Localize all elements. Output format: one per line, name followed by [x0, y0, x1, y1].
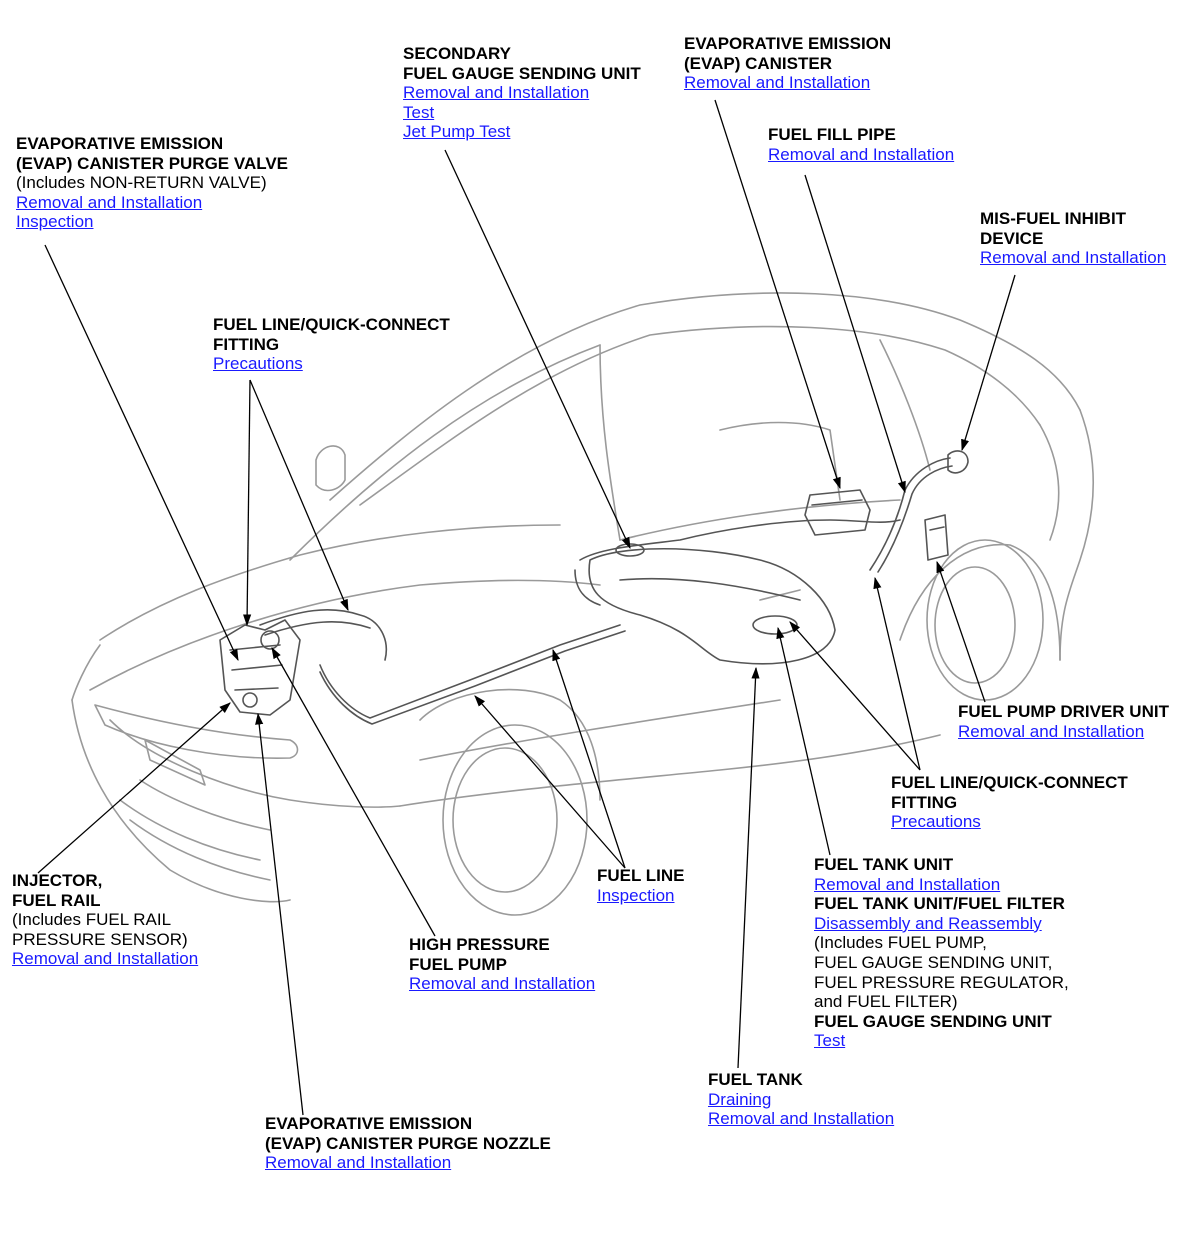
removal-installation-link[interactable]: Removal and Installation	[980, 248, 1167, 268]
callout-note: (Includes FUEL PUMP,	[814, 933, 987, 953]
callout-secondary-sending-unit: SECONDARY FUEL GAUGE SENDING UNIT Remova…	[403, 44, 641, 142]
callout-title: (EVAP) CANISTER PURGE VALVE	[16, 153, 289, 173]
callout-title: DEVICE	[980, 228, 1044, 248]
inspection-link[interactable]: Inspection	[597, 885, 675, 905]
callout-note: (Includes FUEL RAIL	[12, 910, 172, 930]
callout-title: FUEL GAUGE SENDING UNIT	[403, 63, 641, 83]
test-link[interactable]: Test	[403, 102, 435, 122]
callout-title: FUEL LINE/QUICK-CONNECT	[213, 315, 450, 334]
callout-title: FUEL GAUGE SENDING UNIT	[814, 1011, 1052, 1031]
callout-title: FUEL RAIL	[12, 890, 101, 910]
callout-title: SECONDARY	[403, 44, 511, 63]
callout-title: FUEL TANK	[708, 1070, 803, 1089]
removal-installation-link[interactable]: Removal and Installation	[958, 721, 1145, 741]
removal-installation-link[interactable]: Removal and Installation	[12, 949, 199, 969]
callout-fuel-pump-driver: FUEL PUMP DRIVER UNIT Removal and Instal…	[958, 702, 1169, 741]
callout-high-pressure-pump: HIGH PRESSURE FUEL PUMP Removal and Inst…	[409, 935, 595, 994]
callout-title: MIS-FUEL INHIBIT	[980, 209, 1127, 228]
callout-quick-connect-rear: FUEL LINE/QUICK-CONNECT FITTING Precauti…	[891, 773, 1128, 832]
callout-note: (Includes NON-RETURN VALVE)	[16, 173, 267, 193]
removal-installation-link[interactable]: Removal and Installation	[265, 1153, 452, 1173]
callout-title: (EVAP) CANISTER	[684, 53, 832, 73]
callout-fuel-line: FUEL LINE Inspection	[597, 866, 685, 905]
callout-title: FUEL LINE	[597, 866, 685, 885]
callout-title: FUEL PUMP	[409, 954, 507, 974]
draining-link[interactable]: Draining	[708, 1089, 772, 1109]
precautions-link[interactable]: Precautions	[891, 812, 981, 832]
removal-installation-link[interactable]: Removal and Installation	[768, 144, 955, 164]
jet-pump-test-link[interactable]: Jet Pump Test	[403, 122, 511, 142]
callout-note: FUEL PRESSURE REGULATOR,	[814, 972, 1069, 992]
callout-mis-fuel-device: MIS-FUEL INHIBIT DEVICE Removal and Inst…	[980, 209, 1166, 268]
callout-title: HIGH PRESSURE	[409, 935, 550, 954]
callout-note: PRESSURE SENSOR)	[12, 929, 188, 949]
callout-title: INJECTOR,	[12, 871, 103, 890]
inspection-link[interactable]: Inspection	[16, 212, 94, 232]
callout-title: FITTING	[891, 792, 958, 812]
callout-quick-connect-front: FUEL LINE/QUICK-CONNECT FITTING Precauti…	[213, 315, 450, 374]
precautions-link[interactable]: Precautions	[213, 354, 303, 374]
callout-evap-canister: EVAPORATIVE EMISSION (EVAP) CANISTER Rem…	[684, 34, 891, 93]
callout-title: FITTING	[213, 334, 280, 354]
callout-note: FUEL GAUGE SENDING UNIT,	[814, 952, 1053, 972]
callout-title: EVAPORATIVE EMISSION	[16, 134, 224, 153]
removal-installation-link[interactable]: Removal and Installation	[814, 874, 1001, 894]
callout-fuel-tank: FUEL TANK Draining Removal and Installat…	[708, 1070, 894, 1129]
callout-fuel-tank-unit: FUEL TANK UNIT Removal and Installation …	[814, 855, 1069, 1051]
disassembly-reassembly-link[interactable]: Disassembly and Reassembly	[814, 913, 1042, 933]
callout-purge-nozzle: EVAPORATIVE EMISSION (EVAP) CANISTER PUR…	[265, 1114, 551, 1173]
callout-injector-fuel-rail: INJECTOR, FUEL RAIL (Includes FUEL RAIL …	[12, 871, 198, 969]
callout-title: FUEL FILL PIPE	[768, 125, 896, 144]
callout-title: FUEL TANK UNIT	[814, 855, 954, 874]
callout-title: (EVAP) CANISTER PURGE NOZZLE	[265, 1133, 551, 1153]
removal-installation-link[interactable]: Removal and Installation	[409, 974, 596, 994]
callout-title: FUEL LINE/QUICK-CONNECT	[891, 773, 1128, 792]
callout-title: EVAPORATIVE EMISSION	[265, 1114, 473, 1133]
removal-installation-link[interactable]: Removal and Installation	[403, 83, 590, 103]
removal-installation-link[interactable]: Removal and Installation	[16, 192, 203, 212]
callout-purge-valve: EVAPORATIVE EMISSION (EVAP) CANISTER PUR…	[16, 134, 288, 232]
callout-title: EVAPORATIVE EMISSION	[684, 34, 892, 53]
callout-title: FUEL PUMP DRIVER UNIT	[958, 702, 1169, 721]
test-link[interactable]: Test	[814, 1031, 846, 1051]
callout-title: FUEL TANK UNIT/FUEL FILTER	[814, 894, 1065, 914]
removal-installation-link[interactable]: Removal and Installation	[708, 1109, 895, 1129]
removal-installation-link[interactable]: Removal and Installation	[684, 73, 871, 93]
callout-fuel-fill-pipe: FUEL FILL PIPE Removal and Installation	[768, 125, 954, 164]
fuel-system-parts	[219, 450, 969, 725]
leader-lines	[37, 99, 1016, 1116]
callout-note: and FUEL FILTER)	[814, 992, 958, 1012]
